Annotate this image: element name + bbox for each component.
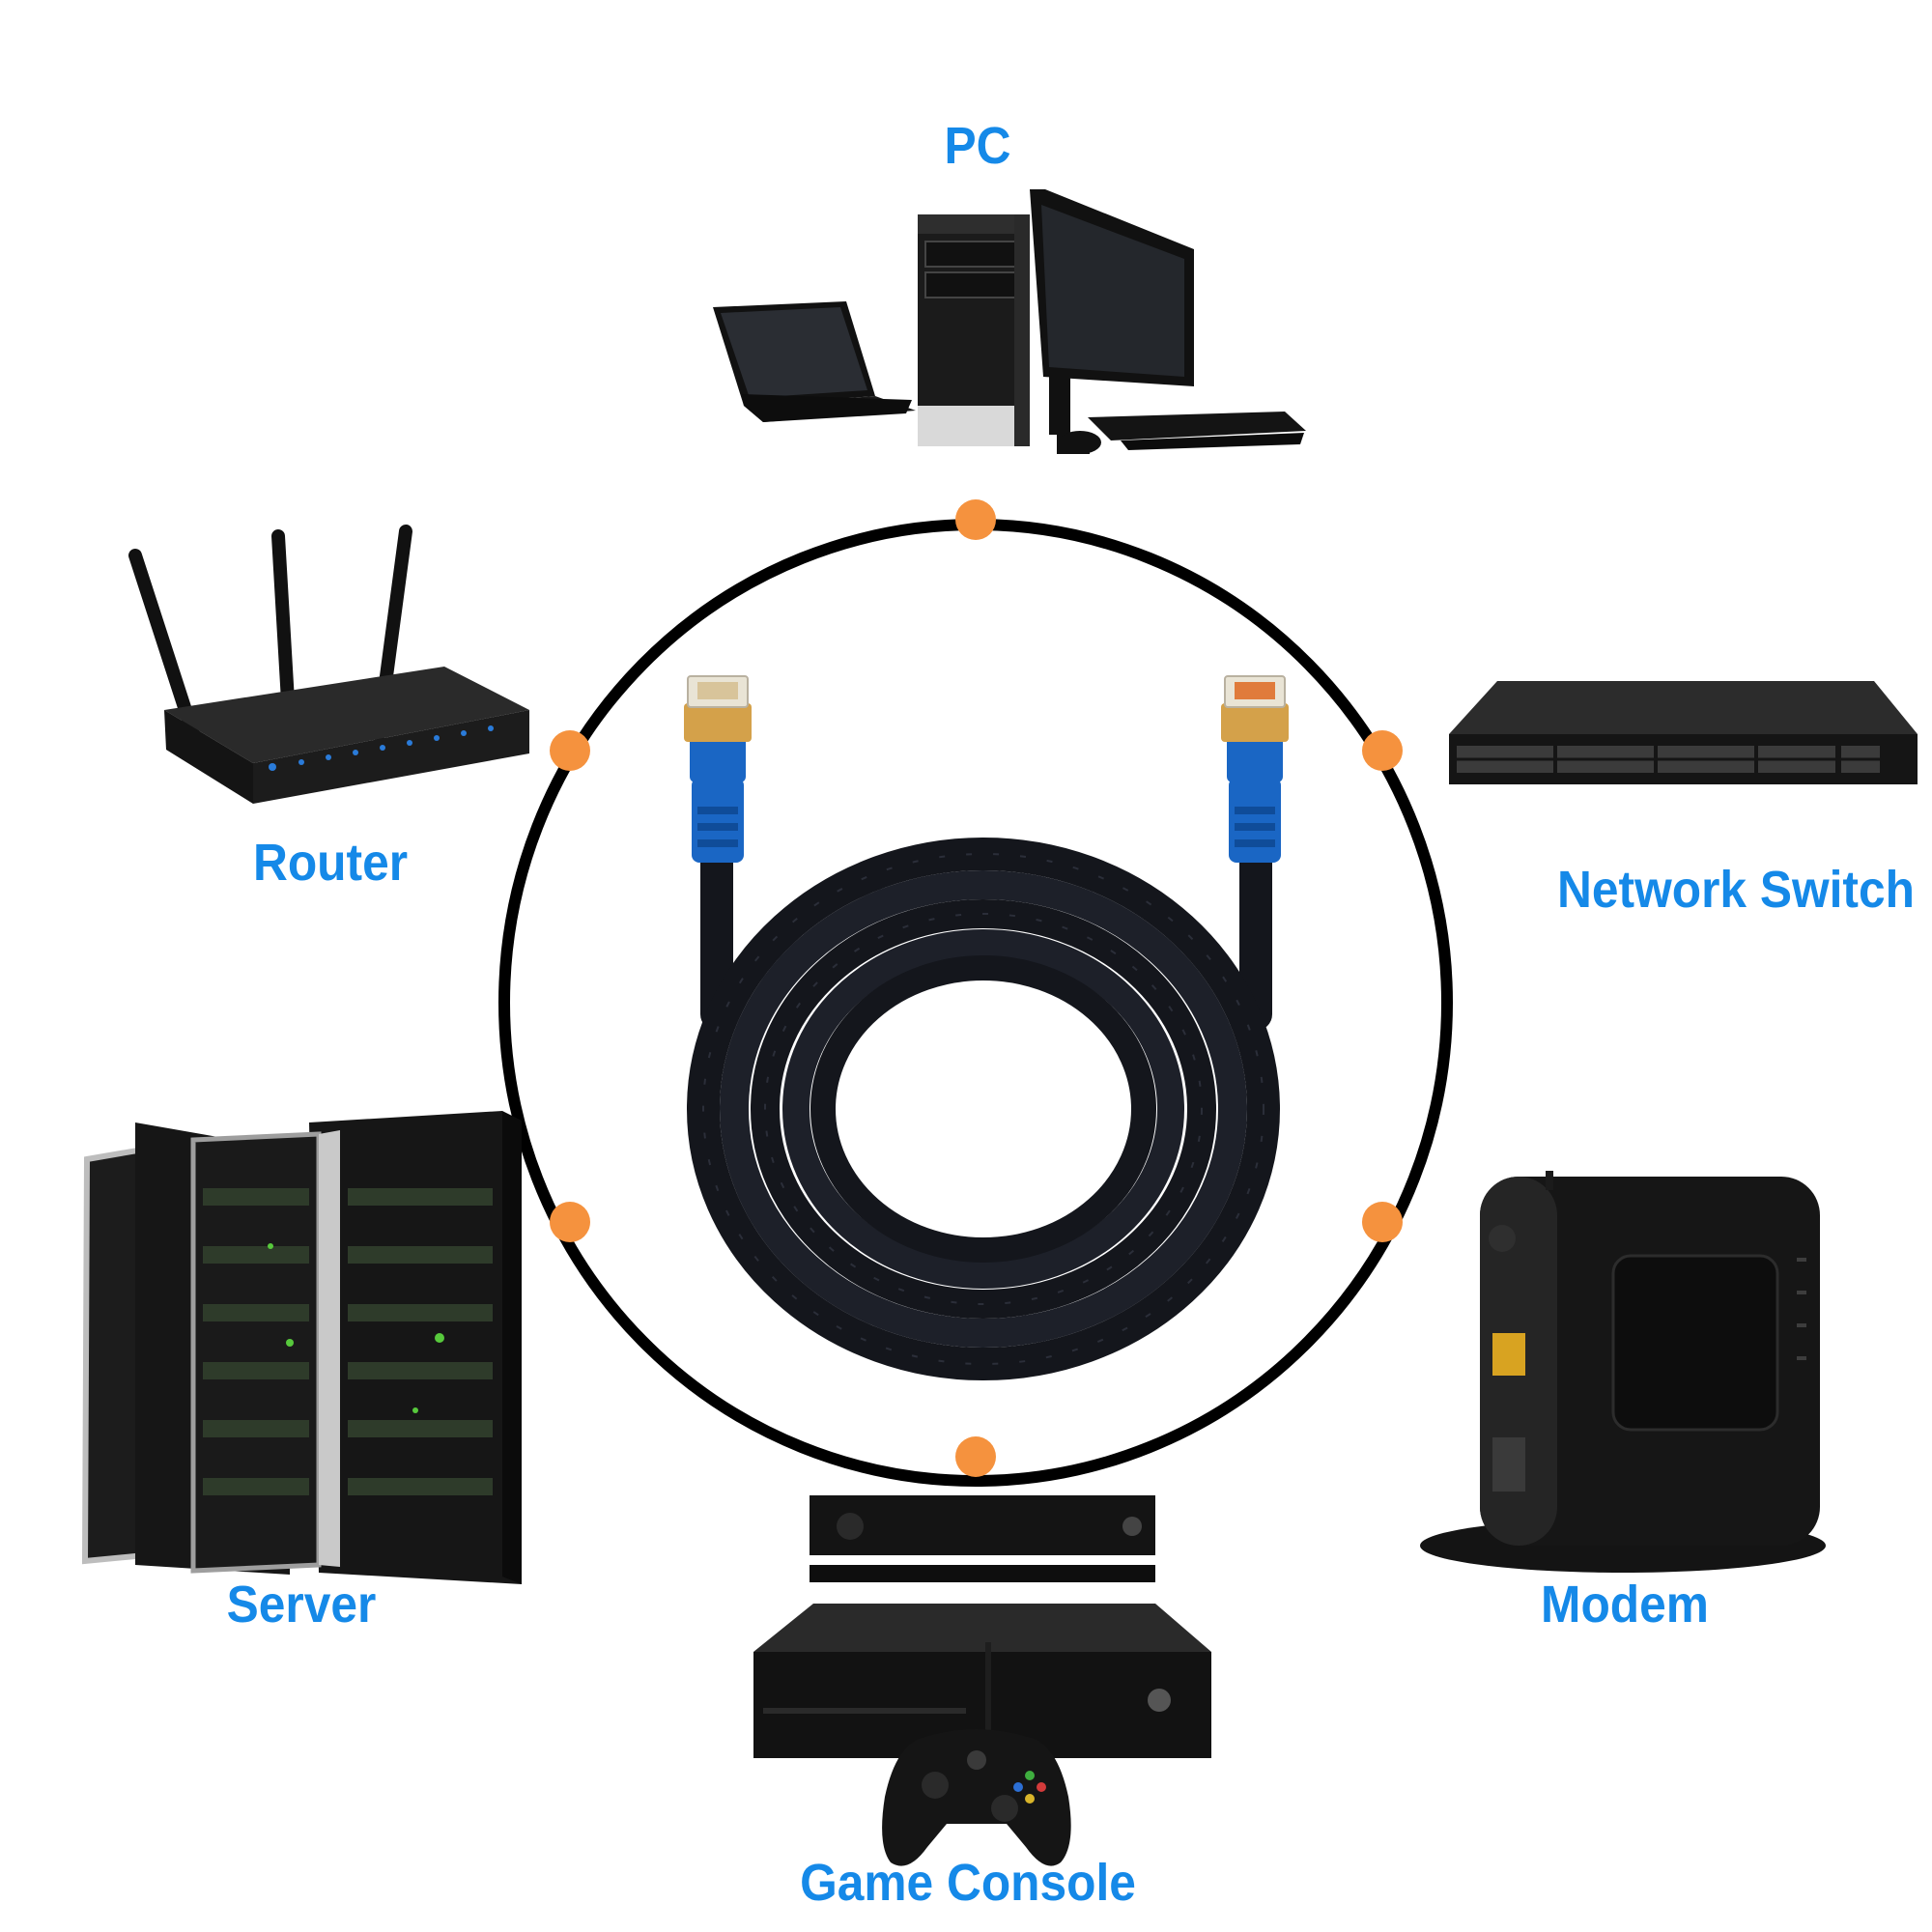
ring-dots [550,499,1403,1477]
network-switch-icon [1449,681,1918,784]
ring-dot-upper-left [550,730,590,771]
modem-icon [1420,1171,1826,1573]
game-console-icon [753,1495,1211,1866]
ring-dot-lower-left [550,1202,590,1242]
ring-dot-upper-right [1362,730,1403,771]
server-icon [81,1111,522,1584]
label-server: Server [226,1576,377,1634]
label-network-switch: Network Switch [1557,861,1915,919]
ring-dot-lower-right [1362,1202,1403,1242]
ring-dot-bottom [955,1436,996,1477]
ring-dot-top [955,499,996,540]
rj45-plug-right-icon [1221,675,1289,863]
label-pc: PC [944,117,1011,175]
router-icon [128,525,529,804]
ethernet-cable-icon [684,675,1289,1380]
rj45-plug-left-icon [684,675,752,863]
pc-icon [713,189,1306,454]
label-modem: Modem [1541,1576,1709,1634]
label-game-console: Game Console [800,1854,1136,1912]
label-router: Router [252,834,409,892]
